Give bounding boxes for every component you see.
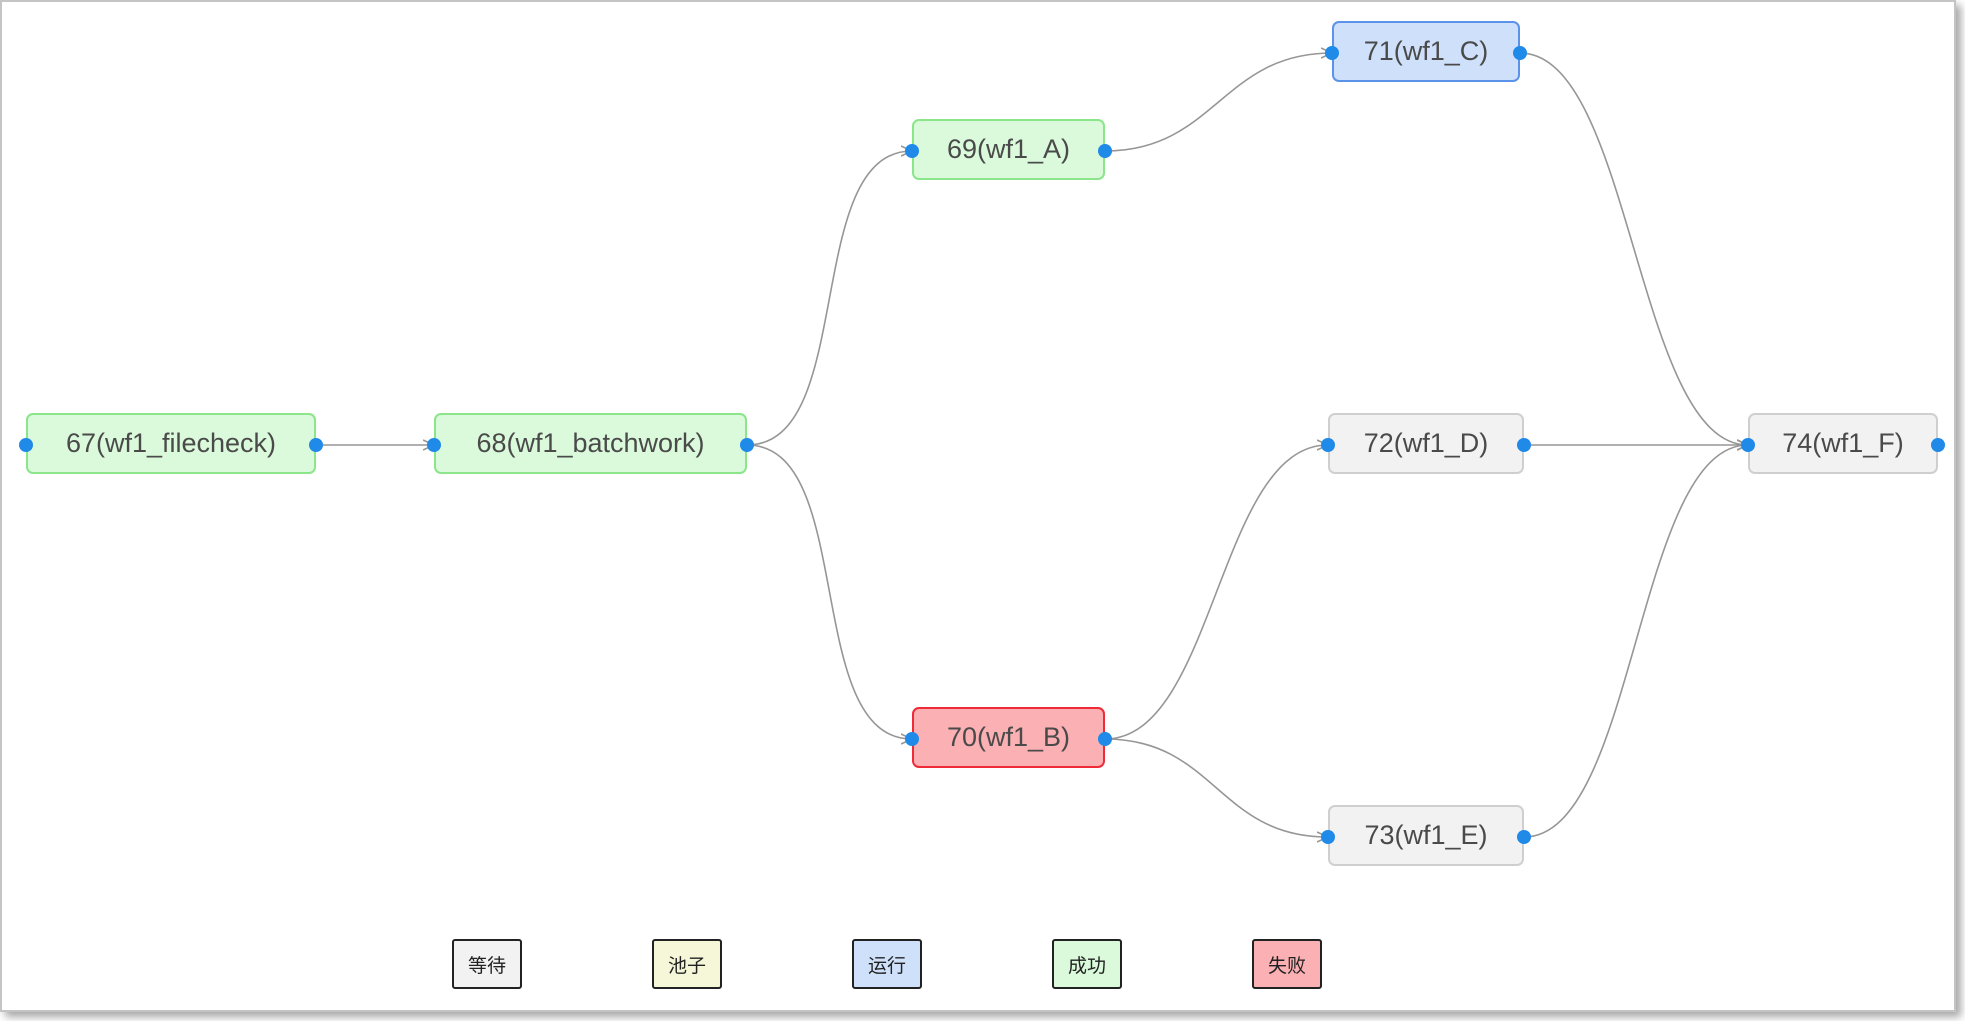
legend-fail: 失败 — [1252, 939, 1322, 989]
edge-71-74[interactable] — [1519, 52, 1748, 445]
node-69[interactable]: 69(wf1_A) — [912, 119, 1105, 180]
edge-70-72[interactable] — [1104, 445, 1328, 740]
node-67-input-port[interactable] — [19, 438, 33, 452]
node-71-output-port[interactable] — [1513, 46, 1527, 60]
node-73-input-port[interactable] — [1321, 830, 1335, 844]
legend-running-label: 运行 — [867, 954, 906, 977]
node-70-label: 70(wf1_B) — [946, 722, 1071, 752]
node-68-output-port[interactable] — [740, 438, 754, 452]
node-68-label: 68(wf1_batchwork) — [476, 428, 705, 458]
legend-success: 成功 — [1052, 939, 1122, 989]
node-71-input-port[interactable] — [1325, 46, 1339, 60]
node-70-input-port[interactable] — [905, 732, 919, 746]
node-71[interactable]: 71(wf1_C) — [1332, 21, 1520, 82]
node-71-label: 71(wf1_C) — [1363, 36, 1489, 66]
node-73[interactable]: 73(wf1_E) — [1328, 805, 1524, 866]
node-72-output-port[interactable] — [1517, 438, 1531, 452]
node-67-output-port[interactable] — [309, 438, 323, 452]
node-67-label: 67(wf1_filecheck) — [65, 428, 277, 458]
node-68-input-port[interactable] — [427, 438, 441, 452]
legend-waiting: 等待 — [452, 939, 522, 989]
node-69-label: 69(wf1_A) — [946, 134, 1071, 164]
node-73-output-port[interactable] — [1517, 830, 1531, 844]
legend-fail-label: 失败 — [1267, 954, 1306, 977]
edge-73-74[interactable] — [1523, 445, 1748, 838]
legend-running: 运行 — [852, 939, 922, 989]
edge-68-70[interactable] — [746, 444, 912, 739]
node-73-label: 73(wf1_E) — [1364, 820, 1488, 850]
node-70-output-port[interactable] — [1098, 732, 1112, 746]
node-72[interactable]: 72(wf1_D) — [1328, 413, 1524, 474]
legend-pool-label: 池子 — [667, 954, 706, 977]
edge-69-71[interactable] — [1104, 53, 1332, 152]
node-67[interactable]: 67(wf1_filecheck) — [26, 413, 316, 474]
node-72-input-port[interactable] — [1321, 438, 1335, 452]
edge-68-69[interactable] — [746, 151, 912, 446]
legend-waiting-label: 等待 — [467, 954, 506, 977]
node-69-output-port[interactable] — [1098, 144, 1112, 158]
node-72-label: 72(wf1_D) — [1363, 428, 1489, 458]
node-68[interactable]: 68(wf1_batchwork) — [434, 413, 747, 474]
legend-pool: 池子 — [652, 939, 722, 989]
node-74-output-port[interactable] — [1931, 438, 1945, 452]
node-74-input-port[interactable] — [1741, 438, 1755, 452]
edge-70-73[interactable] — [1104, 738, 1328, 837]
node-69-input-port[interactable] — [905, 144, 919, 158]
node-74-label: 74(wf1_F) — [1782, 428, 1904, 458]
node-74[interactable]: 74(wf1_F) — [1748, 413, 1938, 474]
legend-success-label: 成功 — [1067, 954, 1106, 977]
node-70[interactable]: 70(wf1_B) — [912, 707, 1105, 768]
